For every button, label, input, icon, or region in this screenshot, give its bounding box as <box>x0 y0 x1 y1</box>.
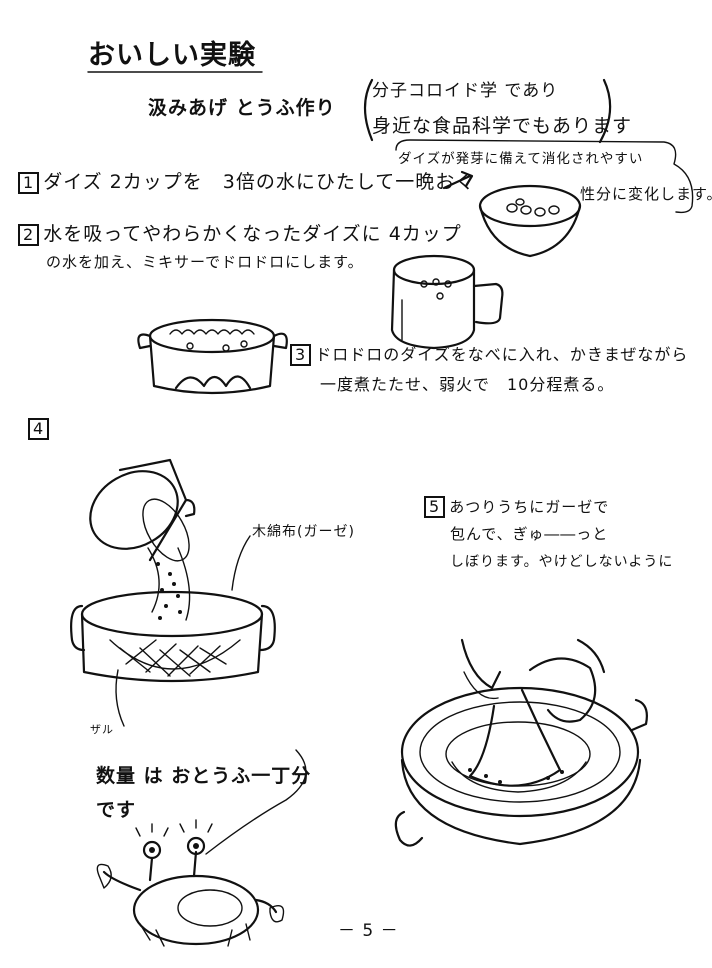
page-title: おいしい実験 <box>88 40 256 71</box>
step-2-text-2: の水を加え、ミキサーでドロドロにします。 <box>46 253 364 271</box>
quantity-note-line2: です <box>96 799 137 821</box>
step-4: 4 <box>28 418 53 440</box>
step-2-text-1: 水を吸ってやわらかくなったダイズに 4カップ <box>43 223 462 245</box>
callout-bubble <box>395 139 694 214</box>
squeezing-hands-icon <box>394 638 648 847</box>
colander-label: ザル <box>90 723 114 736</box>
note-bracket-left <box>363 78 374 142</box>
bowl-of-soaked-beans-icon <box>478 184 582 258</box>
quantity-note-line1: 数量 は おとうふ一丁分 <box>96 765 312 787</box>
cloth-label: 木綿布(ガーゼ) <box>252 524 355 540</box>
note-bracket-right <box>598 78 612 144</box>
cloth-label-arrow <box>231 535 251 591</box>
colander-in-pot-icon <box>70 590 276 683</box>
blender-jar-icon <box>390 254 504 350</box>
science-note-line2: 身近な食品科学でもあります <box>372 115 633 137</box>
step-1-number: 1 <box>18 172 40 194</box>
flame-icon <box>174 375 252 390</box>
step-5-text-1: あつりうちにガーゼで <box>449 498 610 516</box>
step-3-text-1: ドロドロのダイズをなべに入れ、かきまぜながら <box>315 345 689 364</box>
sprouting-callout-line2: 性分に変化します。 <box>580 185 712 203</box>
step-3-number: 3 <box>290 344 312 366</box>
page-subtitle: 汲みあげ とうふ作り <box>148 97 336 119</box>
step-4-number: 4 <box>28 418 50 440</box>
science-note-line1: 分子コロイド学 であり <box>372 81 559 101</box>
pot-on-flame-icon <box>137 318 288 395</box>
step-1-text: ダイズ 2カップを 3倍の水にひたして一晩おく <box>43 171 476 193</box>
colander-label-line <box>115 669 125 727</box>
step-5-text-2: 包んで、ぎゅ――っと <box>450 525 609 543</box>
step-2-number: 2 <box>18 224 40 246</box>
page-number: － 5 － <box>338 921 399 941</box>
step-3-text-2: 一度煮たたせ、弱火で 10分程煮る。 <box>320 375 615 394</box>
step-5-number: 5 <box>424 496 446 518</box>
crab-doodle-icon <box>96 749 307 947</box>
arrow-icon <box>442 170 474 190</box>
sprouting-callout-line1: ダイズが発芽に備えて消化されやすい <box>398 151 644 167</box>
soy-milk-stream <box>147 547 191 621</box>
step-5-text-3: しぼります。やけどしないように <box>450 554 674 570</box>
